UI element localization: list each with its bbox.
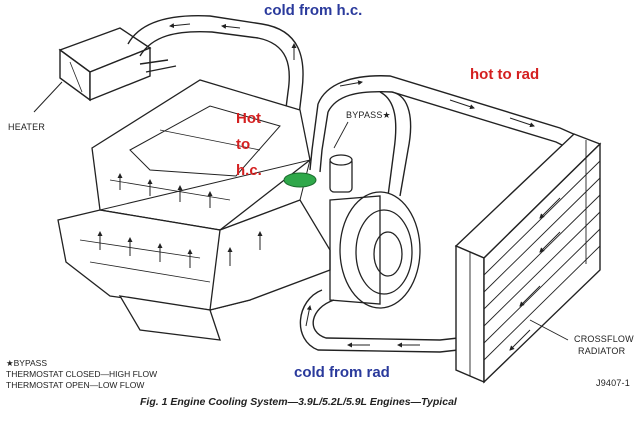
legend-line-2: THERMOSTAT CLOSED—HIGH FLOW xyxy=(6,369,158,379)
heater-leader-line xyxy=(33,81,63,113)
heater-return-hose xyxy=(127,15,304,177)
crossflow-radiator xyxy=(454,133,602,384)
heater-core xyxy=(58,27,152,102)
radiator-label: RADIATOR xyxy=(578,346,626,356)
annotation-hot-to-hc: Hot to h.c. xyxy=(236,106,262,184)
legend-line-3: THERMOSTAT OPEN—LOW FLOW xyxy=(6,380,145,390)
heater-label: HEATER xyxy=(8,122,46,132)
heater-supply-hose xyxy=(139,59,177,73)
annotation-cold-from-rad: cold from rad xyxy=(294,364,390,381)
upper-radiator-flow-arrows xyxy=(339,80,535,128)
lower-radiator-hose xyxy=(299,289,459,353)
annotation-hot-to-hc-line1: Hot xyxy=(236,110,261,127)
lower-radiator-flow-arrows xyxy=(305,305,420,348)
bypass-leader-line xyxy=(333,121,349,149)
thermostat-housing xyxy=(329,154,353,193)
thermostat-marker xyxy=(283,172,317,188)
engine-block xyxy=(57,79,331,341)
annotation-hot-to-hc-line3: h.c. xyxy=(236,162,262,179)
annotation-hot-to-rad: hot to rad xyxy=(470,66,540,83)
water-pump-pulley xyxy=(329,191,421,309)
bypass-legend: ★BYPASS THERMOSTAT CLOSED—HIGH FLOW THER… xyxy=(6,358,157,391)
figure-caption: Fig. 1 Engine Cooling System—3.9L/5.2L/5… xyxy=(140,396,457,408)
annotation-hot-to-hc-line2: to xyxy=(236,136,251,153)
bypass-label: BYPASS★ xyxy=(346,110,391,120)
engine-coolant-arrows xyxy=(97,173,263,268)
annotation-cold-from-hc: cold from h.c. xyxy=(264,2,363,19)
heater-return-flow-arrows xyxy=(169,23,297,60)
radiator-flow-arrows xyxy=(509,197,561,351)
upper-radiator-hose xyxy=(309,75,579,173)
crossflow-label: CROSSFLOW xyxy=(574,334,634,344)
figure-id: J9407-1 xyxy=(596,378,630,388)
legend-line-1: ★BYPASS xyxy=(6,358,48,368)
bypass-hose xyxy=(379,91,412,197)
radiator-leader-line xyxy=(529,319,569,341)
